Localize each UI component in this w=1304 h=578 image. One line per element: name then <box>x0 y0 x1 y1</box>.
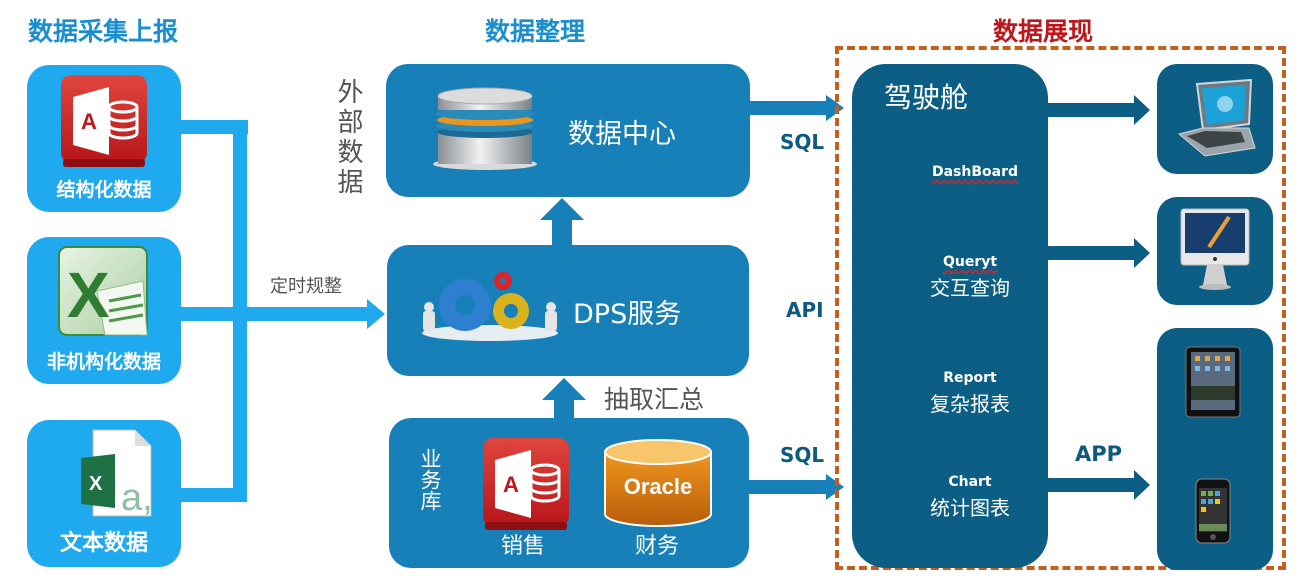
section-title-organize: 数据整理 <box>485 17 586 46</box>
cockpit-item-report[interactable]: Report 复杂报表 <box>892 370 1048 417</box>
arrow-to-laptop-head <box>1134 95 1150 125</box>
database-cylinder-icon <box>433 87 537 170</box>
arrow-datacenter-to-cockpit-shaft <box>750 101 828 115</box>
svg-text:A: A <box>81 109 97 134</box>
dps-label: DPS服务 <box>573 299 682 330</box>
source-label: 文本数据 <box>59 531 148 556</box>
arrow-to-mobile-head <box>1134 470 1150 500</box>
gears-icon <box>422 272 558 341</box>
cockpit-item-query[interactable]: Queryt 交互查询 <box>892 254 1048 301</box>
protocol-sql-top: SQL <box>780 130 825 154</box>
arrow-to-laptop-shaft <box>1048 103 1136 117</box>
imac-icon <box>1180 208 1250 290</box>
device-box-mobile[interactable] <box>1157 328 1273 570</box>
cockpit-item-dashboard[interactable]: DashBoard <box>902 164 1048 180</box>
svg-text:a,: a, <box>121 477 153 518</box>
datacenter-label: 数据中心 <box>568 119 676 150</box>
sales-access-icon: A <box>483 438 569 530</box>
excel-icon: X <box>58 246 148 336</box>
cockpit-item-chart[interactable]: Chart 统计图表 <box>892 474 1048 521</box>
source-structured[interactable]: A 结构化数据 <box>27 65 181 212</box>
label-external-data: 外部数据 <box>333 78 363 198</box>
cockpit-item-zh: 交互查询 <box>930 276 1010 300</box>
arrow-to-imac-head <box>1134 238 1150 268</box>
svg-text:A: A <box>503 472 519 497</box>
presentation-frame <box>835 46 1286 570</box>
connector-top <box>181 120 248 134</box>
laptop-icon <box>1177 78 1256 157</box>
cockpit-item-en: Queryt <box>942 254 998 270</box>
connector-middle <box>181 307 371 321</box>
device-box-laptop[interactable] <box>1157 64 1273 174</box>
protocol-sql-bottom: SQL <box>780 443 825 467</box>
section-title-collect: 数据采集上报 <box>28 17 179 46</box>
protocol-api: API <box>786 298 824 322</box>
label-finance: 财务 <box>635 534 680 559</box>
arrow-business-to-dps <box>542 378 586 418</box>
source-unstructured[interactable]: X 非机构化数据 <box>27 237 181 384</box>
source-text[interactable]: X a, 文本数据 <box>27 420 181 567</box>
cockpit-title: 驾驶舱 <box>884 81 969 114</box>
label-extract: 抽取汇总 <box>604 385 705 414</box>
cockpit-item-en: Report <box>943 370 997 386</box>
ipad-icon <box>1185 346 1241 418</box>
arrow-dps-to-datacenter <box>540 198 584 246</box>
device-box-imac[interactable] <box>1157 197 1273 305</box>
label-sales: 销售 <box>501 534 546 559</box>
label-business-db: 业务库 <box>418 448 442 511</box>
arrow-to-mobile-shaft <box>1048 478 1136 492</box>
business-db-box[interactable]: 业务库 A 销售 Oracle 财务 <box>389 418 749 568</box>
access-database-icon: A <box>61 75 147 167</box>
svg-text:X: X <box>67 259 110 331</box>
connector-bottom <box>181 488 247 502</box>
text-file-icon: X a, <box>81 429 153 518</box>
datacenter-box[interactable]: 数据中心 <box>386 64 750 197</box>
cockpit-box[interactable]: 驾驶舱 DashBoard Queryt 交互查询 Report 复杂报表 Ch… <box>852 64 1048 568</box>
iphone-icon <box>1195 478 1231 544</box>
protocol-app: APP <box>1075 442 1123 466</box>
oracle-database-icon: Oracle <box>604 439 712 527</box>
source-label: 非机构化数据 <box>46 351 161 373</box>
section-title-present: 数据展现 <box>993 17 1094 46</box>
cockpit-item-zh: 复杂报表 <box>930 392 1010 416</box>
arrow-business-to-cockpit-shaft <box>749 480 828 494</box>
cockpit-item-zh: 统计图表 <box>930 496 1010 520</box>
label-scheduled: 定时规整 <box>270 276 342 297</box>
svg-text:Oracle: Oracle <box>624 474 693 499</box>
source-label: 结构化数据 <box>56 179 152 201</box>
svg-text:X: X <box>89 473 103 495</box>
arrow-to-dps <box>367 299 385 329</box>
cockpit-item-en: DashBoard <box>931 164 1019 180</box>
cockpit-item-en: Chart <box>948 474 992 490</box>
arrow-to-imac-shaft <box>1048 246 1136 260</box>
dps-box[interactable]: DPS服务 <box>387 245 749 376</box>
